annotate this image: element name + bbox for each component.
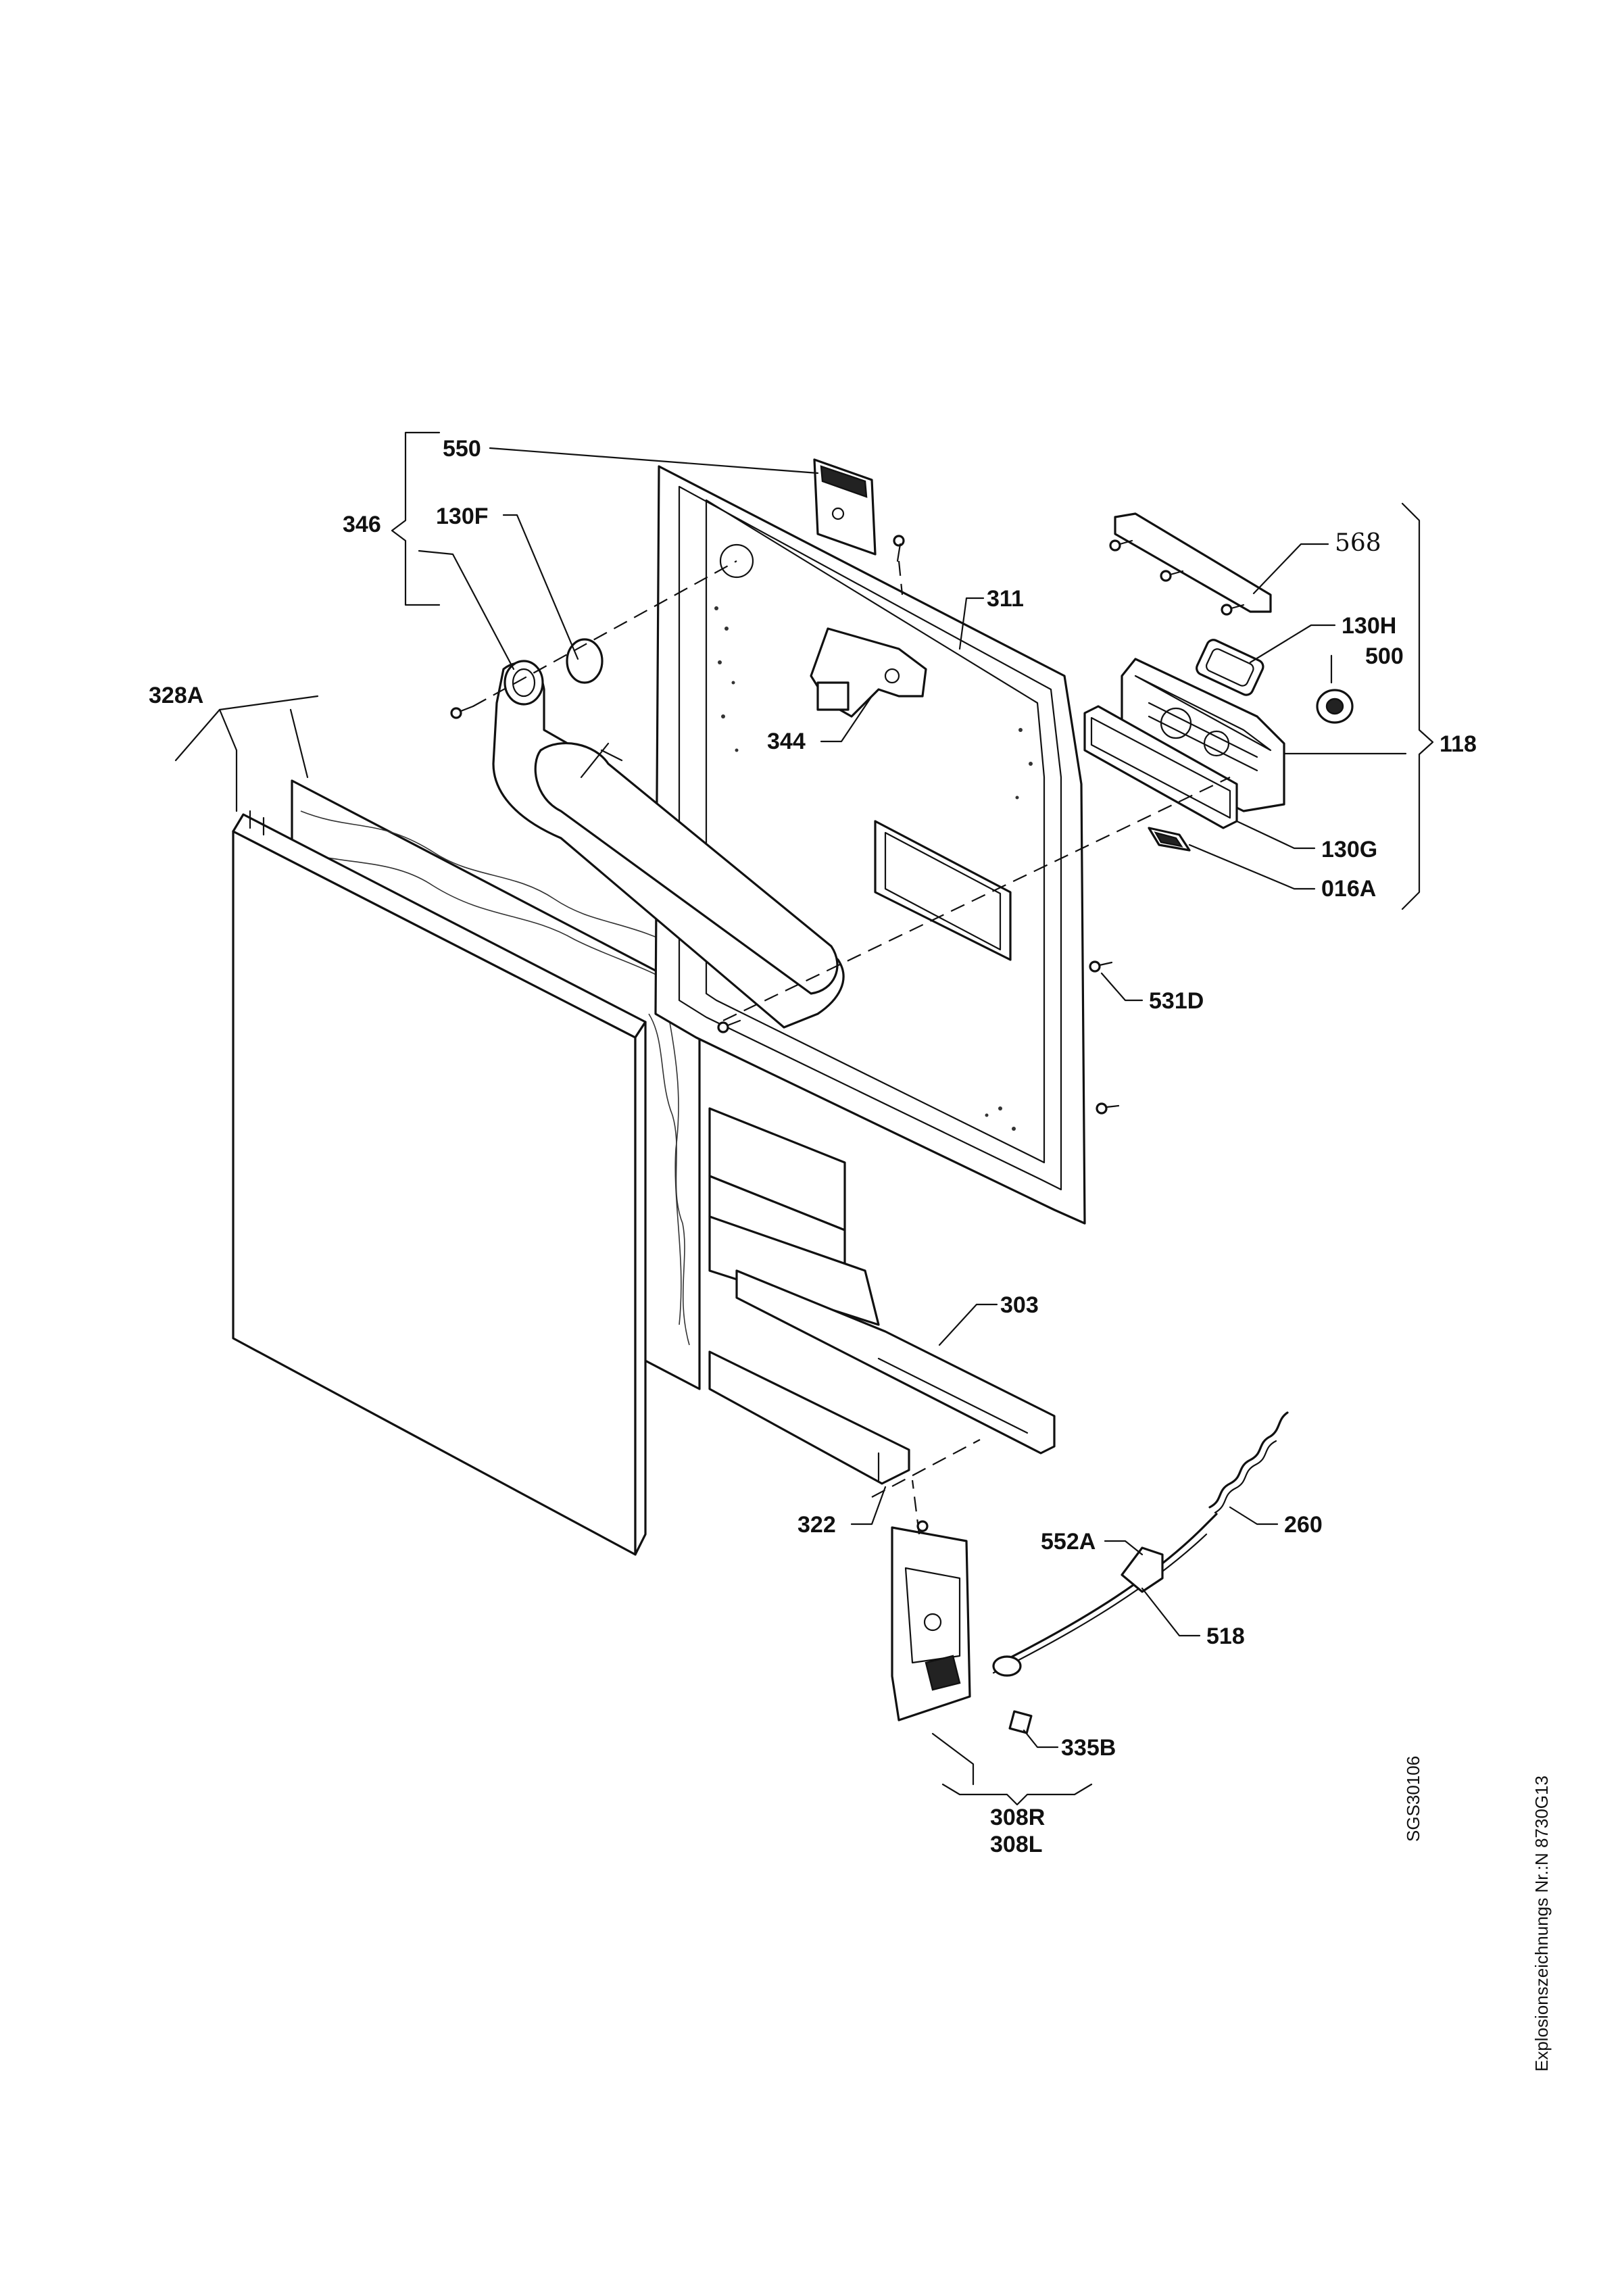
label-568: 568 (1335, 529, 1381, 557)
leader-lines (174, 431, 1434, 1806)
label-260: 260 (1284, 1512, 1323, 1538)
door-latch (810, 627, 927, 718)
label-308R: 308R (990, 1805, 1045, 1830)
dispenser-window (874, 820, 1012, 961)
screw (1221, 604, 1245, 616)
label-016A: 016A (1321, 876, 1376, 902)
front-door-panel (232, 779, 701, 1556)
label-303: 303 (1000, 1292, 1039, 1318)
label-311: 311 (987, 586, 1024, 612)
dispenser-cover-strip (1114, 512, 1272, 613)
screw (893, 535, 905, 562)
label-130F: 130F (436, 504, 489, 529)
label-550: 550 (443, 436, 481, 462)
door-hinge (891, 1526, 971, 1721)
part-labels: 550 346 130F 328A 311 344 568 130H 500 1… (149, 436, 1477, 1857)
assembly-dashed-lines (472, 560, 1231, 1535)
label-322: 322 (797, 1512, 836, 1538)
water-duct-assembly (492, 660, 845, 1029)
label-328A: 328A (149, 683, 203, 708)
screw (1089, 960, 1113, 973)
dispenser-gasket-small (1196, 639, 1264, 696)
hinge-spring (1208, 1411, 1289, 1514)
dispenser-clip (1148, 827, 1191, 852)
label-500: 500 (1365, 643, 1404, 669)
label-335B: 335B (1061, 1735, 1116, 1761)
label-344: 344 (767, 729, 806, 754)
document-code: SGS30106 (1403, 1756, 1423, 1842)
decor-board-grain (300, 810, 690, 1346)
label-518: 518 (1206, 1623, 1245, 1649)
top-handle-block (813, 458, 877, 556)
spray-inlet-hole (719, 543, 754, 579)
label-118: 118 (1440, 731, 1477, 757)
screw (1096, 1102, 1120, 1115)
label-130H: 130H (1342, 613, 1396, 639)
hinge-cable (992, 1513, 1218, 1677)
label-531D: 531D (1149, 988, 1204, 1014)
screw (717, 1019, 741, 1033)
inner-door-texture (714, 606, 1033, 1131)
label-130G: 130G (1321, 837, 1377, 862)
dispenser-knob (1316, 689, 1354, 724)
label-552A: 552A (1041, 1529, 1096, 1555)
hinge-nut (1008, 1710, 1033, 1734)
lower-duct-channel (708, 1107, 880, 1326)
inner-door-frame (654, 465, 1086, 1225)
door-rail-303 (735, 1269, 1056, 1455)
screw (1109, 539, 1133, 552)
explosion-drawing-number: Explosionszeichnungs Nr.:N 8730G13 (1531, 1776, 1552, 2072)
screw (1160, 570, 1184, 582)
door-profile-322 (708, 1350, 910, 1485)
label-308L: 308L (990, 1832, 1043, 1857)
label-346: 346 (343, 512, 381, 537)
screw (450, 705, 474, 719)
detergent-dispenser (1121, 658, 1285, 812)
